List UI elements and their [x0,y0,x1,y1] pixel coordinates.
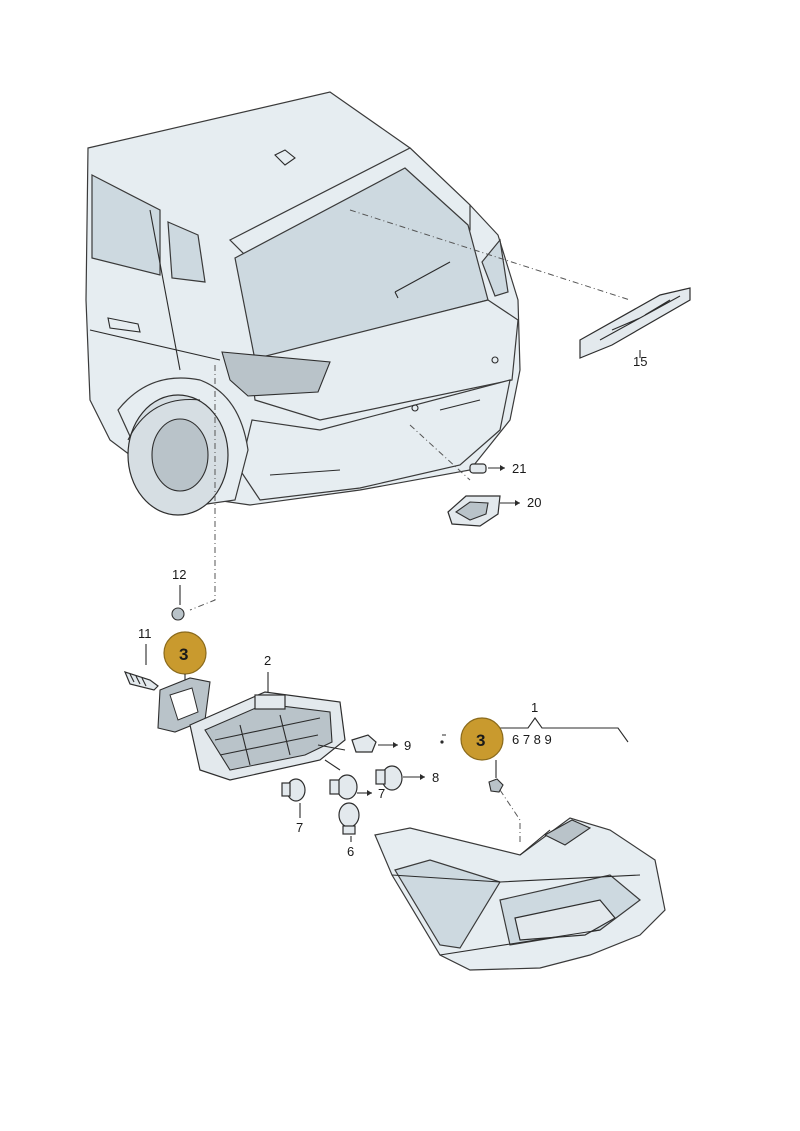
callout-7-left: 7 [296,820,303,835]
bulb-9: 9 [351,734,411,753]
callout-21: 21 [512,461,526,476]
badge-right: 3 [460,717,504,778]
car-illustration [85,91,521,516]
callout-2: 2 [264,653,271,668]
badge-left: 3 [163,631,207,686]
tail-light-callout: 1 6 7 8 9 [440,700,629,747]
bulb-7-left: 7 [281,778,306,835]
callout-7-right: 7 [378,786,385,801]
callout-11: 11 [138,626,152,641]
bulb-carrier: 2 [189,653,346,781]
callout-6: 6 [347,844,354,859]
tail-light-housing [374,817,666,971]
third-brake-light: 15 [579,287,691,369]
bulb-6: 6 [338,802,360,859]
callout-20: 20 [527,495,541,510]
callout-8: 8 [432,770,439,785]
callout-12: 12 [172,567,186,582]
callout-6789: 6 7 8 9 [512,732,552,747]
bulb-7-right: 7 [329,774,385,801]
small-nut [488,778,504,793]
screw: 11 [123,626,159,691]
licence-plate-lamp: 20 [447,495,541,527]
nut: 12 [171,567,186,621]
badge-right-circle [460,717,504,761]
badge-left-label: 3 [179,645,188,664]
badge-right-label: 3 [476,731,485,750]
bulb-8: 8 [375,765,439,791]
callout-9: 9 [404,738,411,753]
callout-1: 1 [531,700,538,715]
callout-15: 15 [633,354,647,369]
licence-lamp-bulb: 21 [469,461,526,476]
